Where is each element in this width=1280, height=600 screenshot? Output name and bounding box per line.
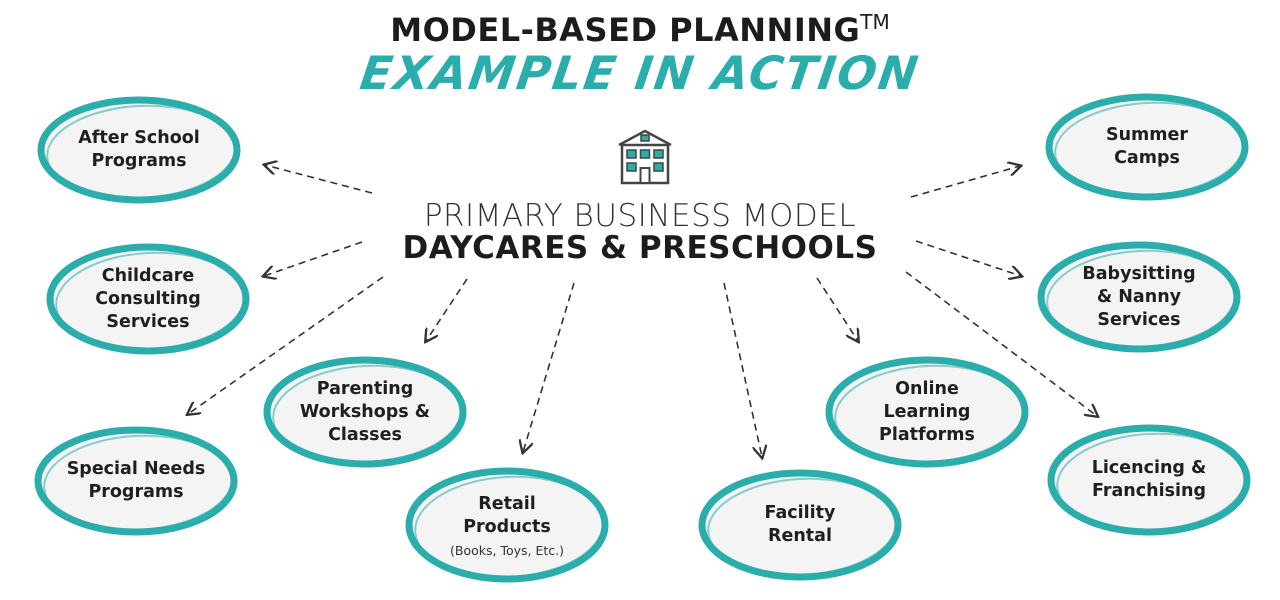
node-retail-products: Retail Products (Books, Toys, Etc.)	[404, 466, 610, 584]
brush-ring-icon	[1045, 93, 1249, 201]
center-model-label: PRIMARY BUSINESS MODEL	[423, 198, 857, 234]
brush-ring-icon	[1047, 424, 1251, 536]
node-special-needs-programs: Special Needs Programs	[33, 425, 239, 537]
node-parenting-workshops-classes: Parenting Workshops & Classes	[262, 355, 468, 469]
brush-ring-icon	[825, 356, 1029, 468]
arrow-after-school	[265, 165, 373, 194]
brush-ring-icon	[34, 426, 238, 536]
brush-ring-icon	[37, 96, 241, 204]
node-after-school-programs: After School Programs	[36, 95, 242, 205]
node-facility-rental: Facility Rental	[697, 468, 903, 582]
brush-ring-icon	[405, 467, 609, 583]
arrow-online-learning	[816, 277, 858, 341]
brush-ring-icon	[1037, 241, 1241, 353]
arrow-parenting-workshops	[426, 278, 468, 341]
arrow-facility-rental	[723, 282, 762, 457]
node-babysitting-nanny-services: Babysitting & Nanny Services	[1036, 240, 1242, 354]
arrow-summer-camps	[910, 166, 1020, 198]
node-licencing-franchising: Licencing & Franchising	[1046, 423, 1252, 537]
school-building-icon	[618, 129, 672, 185]
node-childcare-consulting-services: Childcare Consulting Services	[45, 242, 251, 356]
arrow-special-needs	[188, 276, 384, 414]
brush-ring-icon	[263, 356, 467, 468]
arrow-babysitting	[915, 240, 1021, 276]
arrow-childcare-consulting	[264, 241, 363, 276]
brush-ring-icon	[46, 243, 250, 355]
node-online-learning-platforms: Online Learning Platforms	[824, 355, 1030, 469]
brush-ring-icon	[698, 469, 902, 581]
diagram-title: MODEL-BASED PLANNINGTM	[390, 10, 890, 49]
node-summer-camps: Summer Camps	[1044, 92, 1250, 202]
arrow-retail-products	[523, 282, 575, 452]
arrow-licencing	[905, 271, 1097, 416]
center-model-name: DAYCARES & PRESCHOOLS	[402, 230, 878, 266]
